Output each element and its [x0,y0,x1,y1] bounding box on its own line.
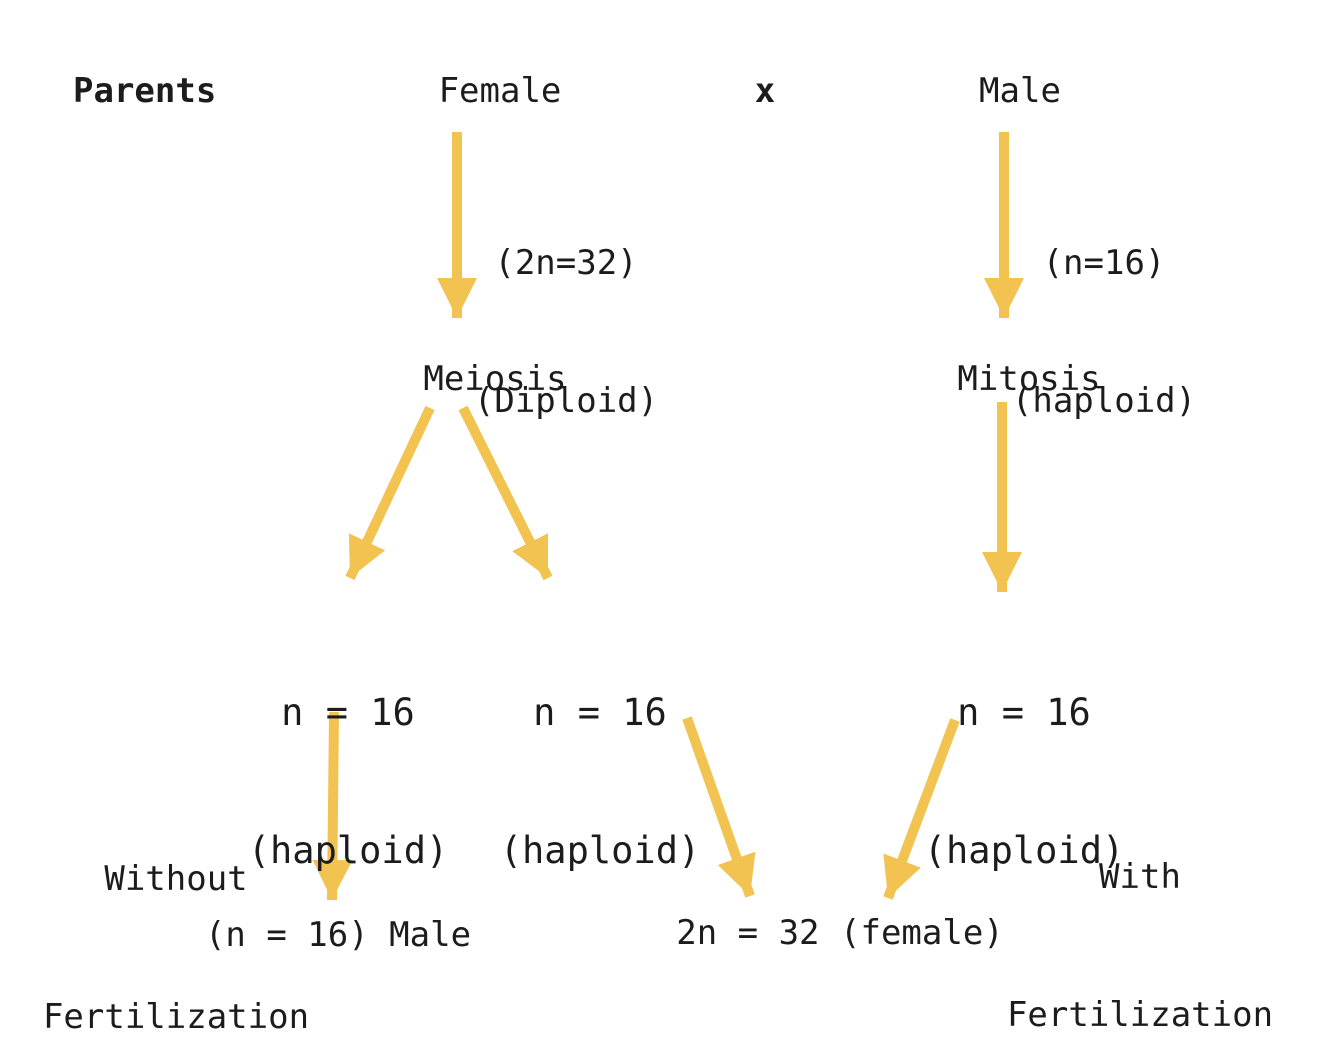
egg-gamete-1-count: n = 16 [281,691,415,734]
meiosis-label: Meiosis [423,359,567,399]
sperm-to-female-arrow [883,718,960,900]
egg-gamete-2-count: n = 16 [533,691,667,734]
meiosis-left-arrow [345,405,435,581]
sperm-gamete-type: (haploid) [923,829,1125,872]
without-fertilization-arrow [312,711,353,901]
egg-gamete-2-label: n = 16 (haploid) [500,598,700,966]
egg-gamete-1-label: n = 16 (haploid) [248,598,448,966]
with-fertilization-label: With Fertilization [1007,762,1273,1054]
female-offspring-result: 2n = 32 (female) [676,913,1004,953]
male-ploidy-label: (n=16) (haploid) [1012,148,1196,516]
without-fertilization-line2: Fertilization [42,997,310,1037]
female-parent-label: Female [438,71,562,111]
meiosis-right-arrow [458,405,553,581]
cross-symbol: x [754,71,776,111]
mitosis-label: Mitosis [957,359,1101,399]
male-ploidy-type: (haploid) [1011,381,1197,421]
egg-gamete-1-type: (haploid) [247,829,449,872]
with-fertilization-line1: With [1099,857,1181,897]
egg-gamete-2-type: (haploid) [499,829,701,872]
sperm-gamete-label: n = 16 (haploid) [924,598,1124,966]
female-ploidy-value: (2n=32) [494,243,638,283]
male-offspring-result: (n = 16) Male [204,915,472,955]
sperm-gamete-count: n = 16 [957,691,1091,734]
female-ploidy-type: (Diploid) [473,381,659,421]
male-parent-label: Male [979,71,1061,111]
without-fertilization-line1: Without [104,859,248,899]
egg-to-female-arrow [682,716,756,898]
female-ploidy-label: (2n=32) (Diploid) [474,148,658,516]
male-ploidy-value: (n=16) [1042,243,1166,283]
parents-heading: Parents [73,71,217,111]
with-fertilization-line2: Fertilization [1006,995,1274,1035]
without-fertilization-label: Without Fertilization [43,764,309,1054]
